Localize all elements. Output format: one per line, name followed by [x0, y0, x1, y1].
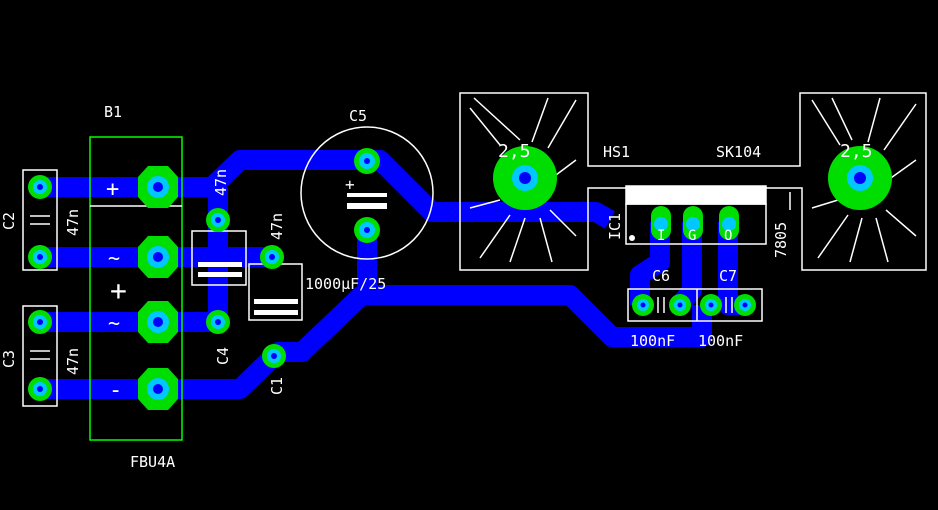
c7-value-label: 100nF [698, 332, 743, 350]
ic1-ref-label: IC1 [606, 213, 624, 240]
b1-pin-ac1: ~ [108, 246, 120, 270]
trace-c3-bottom-to-b1-minus [40, 285, 650, 399]
c5-outline [300, 126, 434, 260]
hs1-ref-label: HS1 [603, 143, 630, 161]
c1-ref-label: C1 [268, 377, 286, 395]
c1-value-label: 47n [268, 213, 286, 240]
c6-pad-1 [632, 294, 654, 316]
cap-plates [198, 193, 387, 315]
ic1-pin-gnd-label: G [688, 228, 696, 244]
c7-pad-1 [700, 294, 722, 316]
ic1-tab [625, 185, 767, 205]
trace-c5-to-heatsink [366, 150, 615, 229]
c1-pad-2 [262, 344, 286, 368]
b1-pad-ac2 [138, 301, 178, 343]
c4-ref-label: C4 [214, 347, 232, 365]
c4-pad-1 [206, 208, 230, 232]
c3-value-label: 47n [64, 348, 82, 375]
c5-value-label: 1000µF/25 [305, 275, 386, 293]
ic1-value-label: 7805 [772, 222, 790, 258]
c5-plate-1 [347, 193, 387, 197]
c2-pad-2 [28, 245, 52, 269]
hs1-hole-left [493, 146, 557, 210]
c6-value-label: 100nF [630, 332, 675, 350]
ic1-pad-in [651, 206, 671, 240]
c5-plus-mark: + [345, 175, 355, 194]
b1-value-label: FBU4A [130, 453, 175, 471]
c4-plate-2 [198, 272, 242, 277]
b1-body-outline [89, 136, 183, 441]
b1-pin-plus: + [106, 177, 119, 202]
c2-outline [22, 169, 58, 271]
hs1-hole-right-label: 2,5 [840, 141, 873, 162]
c2-value-label: 47n [64, 209, 82, 236]
b1-center-plus: + [110, 274, 127, 307]
c2-pad-1 [28, 175, 52, 199]
c6-c7-outline [627, 288, 763, 322]
c3-ref-label: C3 [0, 350, 18, 368]
c7-pad-2 [734, 294, 756, 316]
trace-gnd-bus-c6-c7 [650, 305, 712, 347]
b1-pad-ac1 [138, 236, 178, 278]
c5-plate-2 [347, 203, 387, 209]
hs1-hole-right [828, 146, 892, 210]
c6-pad-2 [669, 294, 691, 316]
c5-pad-minus [354, 217, 380, 243]
b1-pin-ac2: ~ [108, 311, 120, 335]
c4-pad-2 [206, 310, 230, 334]
c7-ref-label: C7 [719, 267, 737, 285]
hs1-outline [459, 92, 927, 271]
c4-value-label: 47n [212, 169, 230, 196]
trace-ic-in-to-c6 [630, 222, 670, 305]
b1-pad-minus [138, 368, 178, 410]
c6-ref-label: C6 [652, 267, 670, 285]
c5-ref-label: C5 [349, 107, 367, 125]
b1-pin-minus: - [109, 378, 122, 403]
b1-ref-label: B1 [104, 103, 122, 121]
hs1-fins-right [811, 97, 917, 263]
c3-pad-2 [28, 377, 52, 401]
c1-pad-1 [260, 245, 284, 269]
b1-pad-plus [138, 166, 178, 208]
ic1-pin1-dot [629, 235, 635, 241]
hs1-value-label: SK104 [716, 143, 761, 161]
c5-pad-plus [354, 148, 380, 174]
pads [28, 146, 892, 410]
c4-plate-1 [198, 262, 242, 267]
hs1-fins-left [469, 97, 577, 263]
silkscreen [22, 92, 927, 441]
c3-outline [22, 305, 58, 407]
hs1-hole-left-label: 2,5 [498, 141, 531, 162]
c1-plate-2 [254, 310, 298, 315]
labels: B1 FBU4A + ~ ~ - + C2 47n C3 47n C4 47n … [0, 103, 873, 471]
c1-plate-1 [254, 299, 298, 304]
ic1-pin-out-label: O [724, 228, 732, 244]
c3-pad-1 [28, 310, 52, 334]
ic1-pin-in-label: I [657, 228, 665, 244]
trace-b1-plus-to-c5 [158, 150, 366, 197]
c2-ref-label: C2 [0, 212, 18, 230]
ic1-pad-out [719, 206, 739, 240]
ic1-pad-gnd [683, 206, 703, 240]
